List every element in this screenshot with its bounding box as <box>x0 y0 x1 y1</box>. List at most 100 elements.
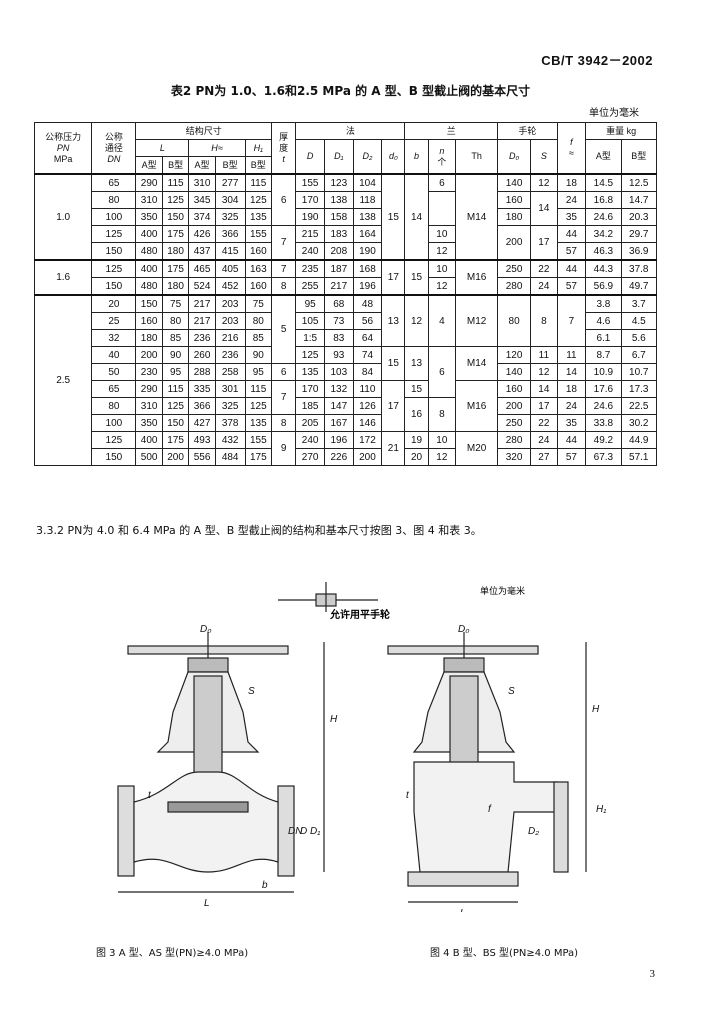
table-cell: 95 <box>295 294 325 313</box>
merged-cell: 21 <box>381 431 406 466</box>
table-cell: 22.5 <box>620 397 658 415</box>
table-cell: 190 <box>352 242 383 261</box>
dn-header-text2: 通径 <box>104 142 123 153</box>
table-cell: 150 <box>91 448 137 466</box>
table-cell: 68 <box>323 294 354 313</box>
table-cell: 57.1 <box>620 448 658 466</box>
table-cell: 17.3 <box>620 380 658 398</box>
table-cell: 40 <box>91 346 137 364</box>
table-cell: 310 <box>135 191 163 209</box>
table-cell: 73 <box>323 312 354 330</box>
table-cell: 36.9 <box>620 242 658 261</box>
table-cell: 200 <box>497 397 532 415</box>
table-cell: 230 <box>135 363 163 381</box>
table-cell: 400 <box>135 431 163 449</box>
table-cell: 83 <box>323 329 354 347</box>
table-cell: 35 <box>556 414 587 432</box>
table-cell: 288 <box>188 363 216 381</box>
merged-cell: 7 <box>556 294 587 347</box>
table-cell: 12 <box>530 173 558 192</box>
merged-cell: 7 <box>271 380 297 415</box>
table-cell: 4.6 <box>585 312 622 330</box>
table-cell: 196 <box>352 277 383 296</box>
paragraph-3-3-2: 3.3.2 PN为 4.0 和 6.4 MPa 的 A 型、B 型截止阀的结构和… <box>36 524 482 537</box>
table-cell: 84 <box>352 363 383 381</box>
merged-cell: 14 <box>530 191 558 226</box>
table-cell: 90 <box>161 346 190 364</box>
table-cell: 17.6 <box>585 380 622 398</box>
weight-header: 重量 kg <box>585 122 657 140</box>
b-header: b <box>404 139 429 175</box>
table-cell: 56.9 <box>585 277 622 296</box>
D1-header: D₁ <box>323 139 354 175</box>
H1-b-header: B型 <box>244 156 273 175</box>
table-cell: 175 <box>244 448 273 466</box>
table-cell: 150 <box>135 294 163 313</box>
table-cell: 236 <box>188 329 216 347</box>
table-cell: 208 <box>323 242 354 261</box>
table-cell: 10.7 <box>620 363 658 381</box>
table-cell: 6.1 <box>585 329 622 347</box>
table-cell: 10 <box>427 259 457 278</box>
table-cell: 426 <box>188 225 216 243</box>
merged-cell: 200 <box>497 225 532 261</box>
table-cell: 10 <box>427 225 457 243</box>
table-cell: 258 <box>214 363 246 381</box>
table-cell: 138 <box>352 208 383 226</box>
table-cell: 12 <box>427 277 457 296</box>
table-cell: 260 <box>188 346 216 364</box>
merged-cell: 6 <box>427 346 457 398</box>
table-cell: 215 <box>295 225 325 243</box>
table-cell: 44.3 <box>585 259 622 278</box>
table-cell: 164 <box>352 225 383 243</box>
table-cell: 350 <box>135 208 163 226</box>
table-cell: 65 <box>91 380 137 398</box>
table-cell: 27 <box>530 448 558 466</box>
table-cell: 147 <box>323 397 354 415</box>
table-cell: 200 <box>135 346 163 364</box>
table-cell: 49.7 <box>620 277 658 296</box>
table-cell: 405 <box>214 259 246 278</box>
table-cell: 67.3 <box>585 448 622 466</box>
merged-cell: 8 <box>271 277 297 296</box>
table-cell: 236 <box>214 346 246 364</box>
table-cell: 22 <box>530 259 558 278</box>
table-cell: 493 <box>188 431 216 449</box>
table-cell: 203 <box>214 312 246 330</box>
table-title: 表2 PN为 1.0、1.6和2.5 MPa 的 A 型、B 型截止阀的基本尺寸 <box>170 84 531 98</box>
merged-cell: 20 <box>404 448 429 466</box>
flat-handwheel-icon <box>278 582 378 612</box>
table-cell: 524 <box>188 277 216 296</box>
merged-cell: 15 <box>381 346 406 381</box>
table-cell: 301 <box>214 380 246 398</box>
table-cell: 556 <box>188 448 216 466</box>
fig4-D0-label: D₀ <box>458 624 469 635</box>
fig4-D2-label: D₂ <box>528 826 539 837</box>
table-cell: 217 <box>323 277 354 296</box>
table-cell: 48 <box>352 294 383 313</box>
table-cell: 270 <box>295 448 325 466</box>
figure-3-caption: 图 3 A 型、AS 型(PN)≥4.0 MPa) <box>96 948 249 959</box>
flange-header: 法 <box>295 122 406 140</box>
table-cell: 90 <box>244 346 273 364</box>
table-cell: 280 <box>497 431 532 449</box>
table-cell: 32 <box>91 329 137 347</box>
table-cell: 185 <box>295 397 325 415</box>
merged-cell: 17 <box>381 259 406 296</box>
table-cell: 155 <box>244 225 273 243</box>
table-cell: 125 <box>91 259 137 278</box>
table-cell: 158 <box>323 208 354 226</box>
table-cell: 20 <box>91 294 137 313</box>
table-cell: 34.2 <box>585 225 622 243</box>
page-number: 3 <box>649 968 656 980</box>
table-cell: 437 <box>188 242 216 261</box>
table-cell: 115 <box>161 173 190 192</box>
D-header: D <box>295 139 325 175</box>
